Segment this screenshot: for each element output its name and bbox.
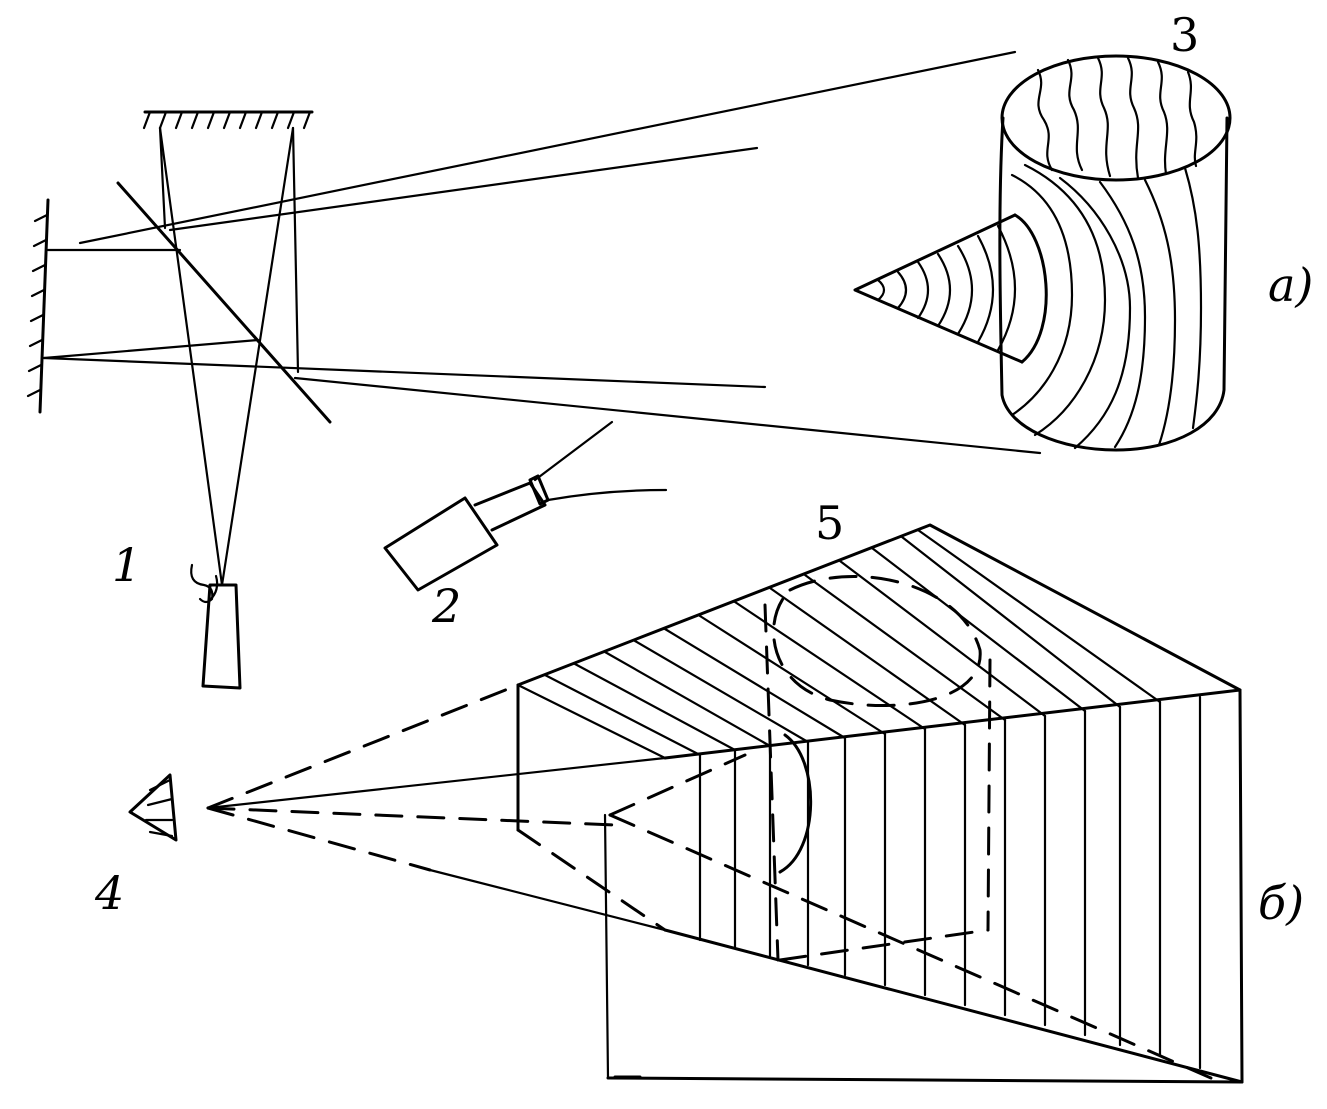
label-5: 5 [815,496,845,550]
panel-label-b: б) [1258,876,1305,930]
dashed-axes [608,603,1222,1084]
panel-label-a: a) [1268,258,1314,312]
camera [383,420,668,592]
label-2: 2 [432,579,462,633]
source-lamp [190,563,242,690]
cone-object [853,213,1048,364]
top-mirror [142,110,314,130]
label-1: 1 [112,538,142,592]
interferometer-beams [42,50,1042,587]
hidden-ellipse [772,575,982,874]
base-frame [603,813,1244,1084]
fringe-top-panel [516,523,1242,932]
fringe-front-panel [663,688,1244,1084]
label-3: 3 [1170,8,1200,62]
left-mirror [26,198,50,414]
sight-lines [206,683,667,932]
eye-symbol [128,773,178,842]
beam-splitter [116,181,332,424]
cylinder-object [998,54,1232,452]
label-4: 4 [95,866,125,920]
